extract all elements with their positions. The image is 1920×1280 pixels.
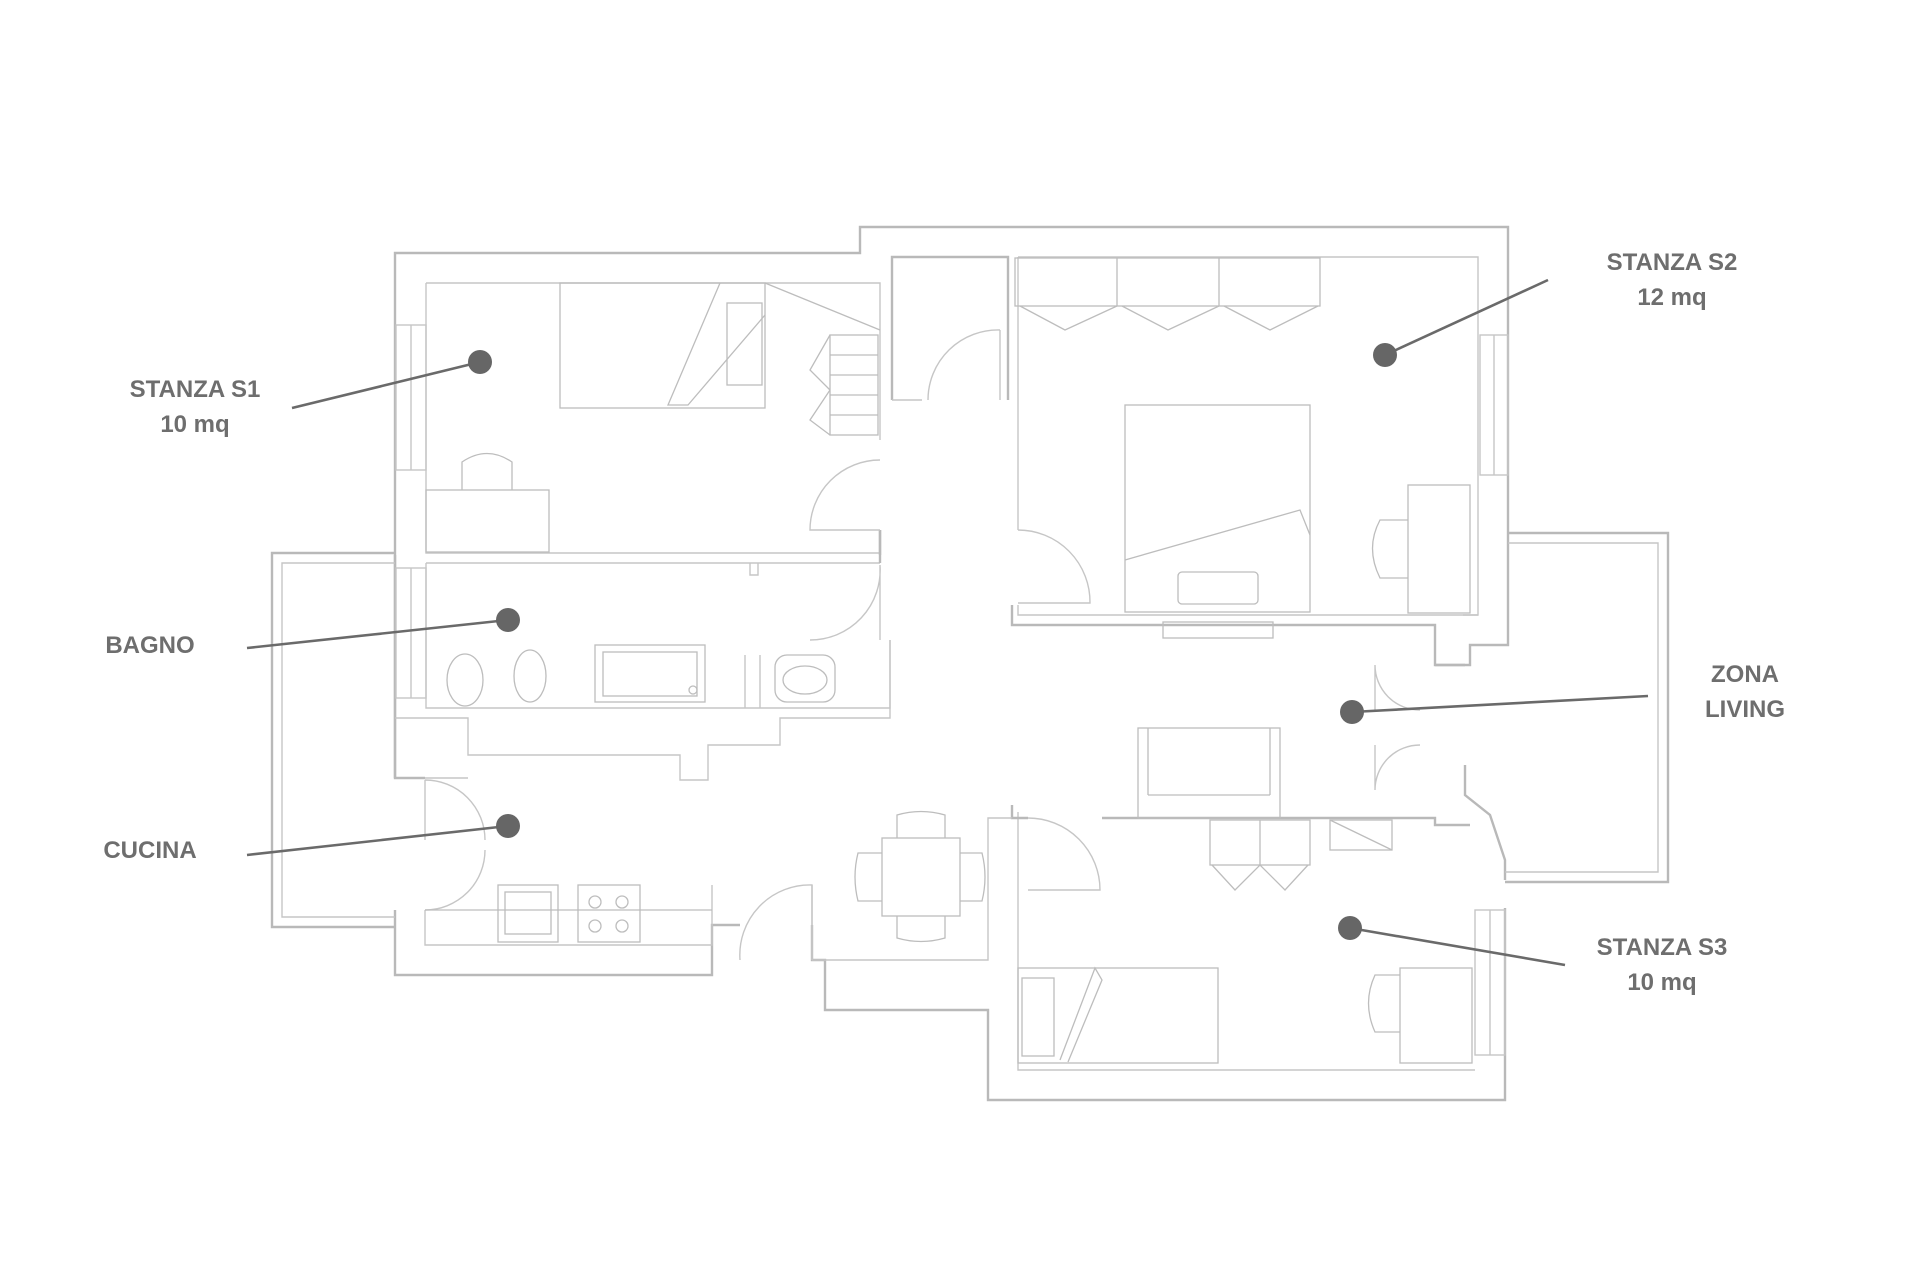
bagno-leader [246,618,509,650]
cucina-leader [246,824,509,857]
cucina-marker [496,814,520,838]
furniture [425,257,1473,1064]
bagno-marker [496,608,520,632]
stanza-s1-leader [291,360,481,410]
exterior-walls [393,225,1510,1102]
stanza-s1-marker [468,350,492,374]
cucina-name: CUCINA [103,837,196,864]
stanza-s2-marker [1373,343,1397,367]
balcony-right [1505,531,1670,884]
zona-living-leader [1351,694,1649,714]
doors [424,329,1421,961]
stanza-s1-name: STANZA S1 [130,376,261,403]
stanza-s3-marker [1338,916,1362,940]
room-label-stanza-s2: STANZA S2 12 mq [1373,249,1737,367]
balcony-left [270,551,395,929]
stanza-s2-area: 12 mq [1637,284,1706,311]
room-label-cucina: CUCINA [103,814,520,864]
stanza-s3-area: 10 mq [1627,969,1696,996]
windows [395,324,1509,1056]
room-label-bagno: BAGNO [105,608,520,659]
stanza-s2-name: STANZA S2 [1607,249,1738,276]
room-label-stanza-s1: STANZA S1 10 mq [130,350,492,438]
room-label-zona-living: ZONA LIVING [1340,661,1785,724]
zona-living-area: LIVING [1705,696,1785,723]
zona-living-name: ZONA [1711,661,1779,688]
zona-living-marker [1340,700,1364,724]
room-label-stanza-s3: STANZA S3 10 mq [1338,916,1727,996]
stanza-s3-name: STANZA S3 [1597,934,1728,961]
stanza-s3-leader [1349,926,1566,967]
bagno-name: BAGNO [105,632,194,659]
interior-walls [395,255,1479,1071]
stanza-s2-leader [1384,278,1549,357]
stanza-s1-area: 10 mq [160,411,229,438]
